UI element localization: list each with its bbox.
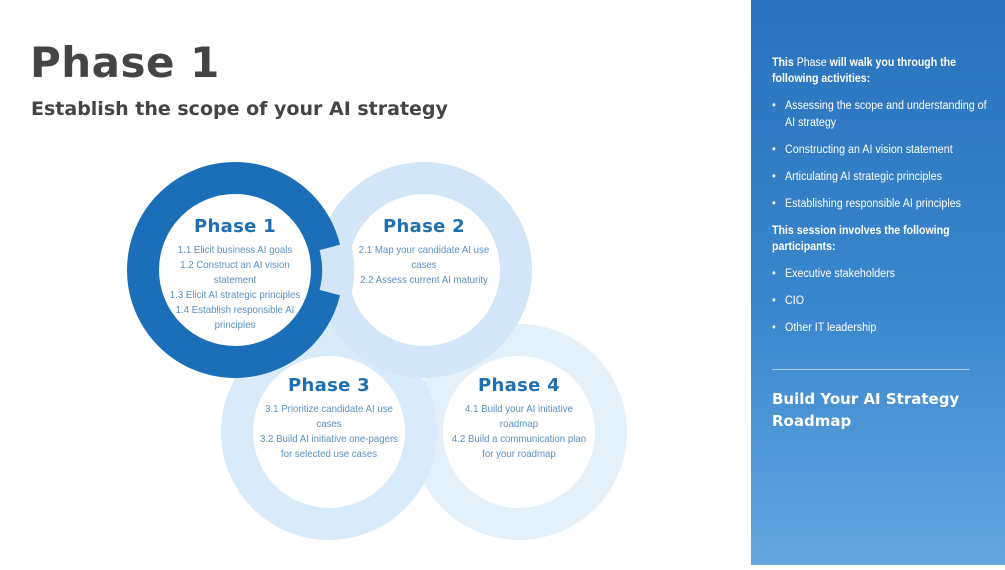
phase-2-overlap-arc <box>319 241 355 299</box>
phase-3-title: Phase 3 <box>288 375 370 396</box>
bullet-icon: • <box>772 198 776 210</box>
activities-section: This Phase will walk you through the fol… <box>772 55 987 87</box>
phase-1-item: 1.2 Construct an AI vision <box>180 259 290 271</box>
phase-3-item: cases <box>316 418 342 430</box>
activity-item: • Assessing the scope and understanding o… <box>772 98 994 132</box>
activity-text: Assessing the scope and understanding of… <box>785 100 987 129</box>
sidebar-divider <box>772 369 970 370</box>
activity-item: • Establishing responsible AI principles <box>772 196 994 213</box>
phase-1-item: principles <box>214 319 256 331</box>
bullet-icon: • <box>772 322 776 334</box>
bullet-icon: • <box>772 268 776 280</box>
phase-4-title: Phase 4 <box>478 375 560 396</box>
phase-1-title: Phase 1 <box>194 216 276 237</box>
participant-item: • Other IT leadership <box>772 320 994 337</box>
phase-3-text: Phase 3 3.1 Prioritize candidate AI use … <box>249 375 409 462</box>
phase-3-item: 3.2 Build AI initiative one-pagers <box>259 433 398 445</box>
bullet-icon: • <box>772 100 776 112</box>
participants-section: This session involves the following part… <box>772 223 987 255</box>
activities-heading-this: This <box>772 57 794 69</box>
phase-4-item: for your roadmap <box>482 448 556 460</box>
bullet-icon: • <box>772 144 776 156</box>
participant-item: • CIO <box>772 293 994 310</box>
activities-heading-phase: Phase <box>793 57 827 69</box>
page-title: Phase 1 <box>30 38 220 87</box>
page-subtitle: Establish the scope of your AI strategy <box>31 98 448 120</box>
phase-3-item: 3.1 Prioritize candidate AI use <box>265 403 393 415</box>
activities-list: • Assessing the scope and understanding o… <box>772 98 1005 213</box>
activity-text: Establishing responsible AI principles <box>785 198 961 210</box>
bullet-icon: • <box>772 295 776 307</box>
phase-2-item: 2.1 Map your candidate AI use <box>358 244 490 256</box>
activity-text: Articulating AI strategic principles <box>785 171 942 183</box>
phase-3-item: for selected use cases <box>280 448 378 460</box>
activity-item: • Constructing an AI vision statement <box>772 142 994 159</box>
phase-4-item: roadmap <box>499 418 539 430</box>
participant-item: • Executive stakeholders <box>772 266 994 283</box>
participant-text: CIO <box>785 295 805 307</box>
phase-1-item: 1.1 Elicit business AI goals <box>177 244 293 256</box>
participants-list: • Executive stakeholders • CIO • Other IT l… <box>772 266 1005 337</box>
phase-4-item: 4.1 Build your AI initiative <box>465 403 573 415</box>
activities-heading-rest: will walk you through the following acti… <box>772 57 957 85</box>
phase-4-text: Phase 4 4.1 Build your AI initiative roa… <box>439 375 599 462</box>
blueprint-title: Build Your AI Strategy Roadmap <box>772 390 960 430</box>
bullet-icon: • <box>772 171 776 183</box>
phase-1-item: statement <box>213 274 257 286</box>
activity-item: • Articulating AI strategic principles <box>772 169 994 186</box>
participant-text: Other IT leadership <box>785 322 877 334</box>
activity-text: Constructing an AI vision statement <box>785 144 953 156</box>
phase-2-item: 2.2 Assess current AI maturity <box>360 274 488 286</box>
activities-heading: This Phase will walk you through the fol… <box>772 55 984 87</box>
participants-heading: This session involves the following part… <box>772 225 950 253</box>
phase-1-item: 1.3 Elicit AI strategic principles <box>169 289 301 301</box>
phase-rings <box>127 162 627 540</box>
sidebar-panel: This Phase will walk you through the fol… <box>751 0 1005 565</box>
phase-diagram: Phase 1 1.1 Elicit business AI goals 1.2… <box>127 162 627 540</box>
phase-2-title: Phase 2 <box>383 216 465 237</box>
phase-4-item: 4.2 Build a communication plan <box>451 433 587 445</box>
phase-2-item: cases <box>411 259 437 271</box>
phase-2-text: Phase 2 2.1 Map your candidate AI use ca… <box>344 216 504 288</box>
phase-1-text: Phase 1 1.1 Elicit business AI goals 1.2… <box>155 216 315 333</box>
participant-text: Executive stakeholders <box>785 268 896 280</box>
phase-3-ring <box>221 324 437 540</box>
phase-1-item: 1.4 Establish responsible AI <box>175 304 295 316</box>
